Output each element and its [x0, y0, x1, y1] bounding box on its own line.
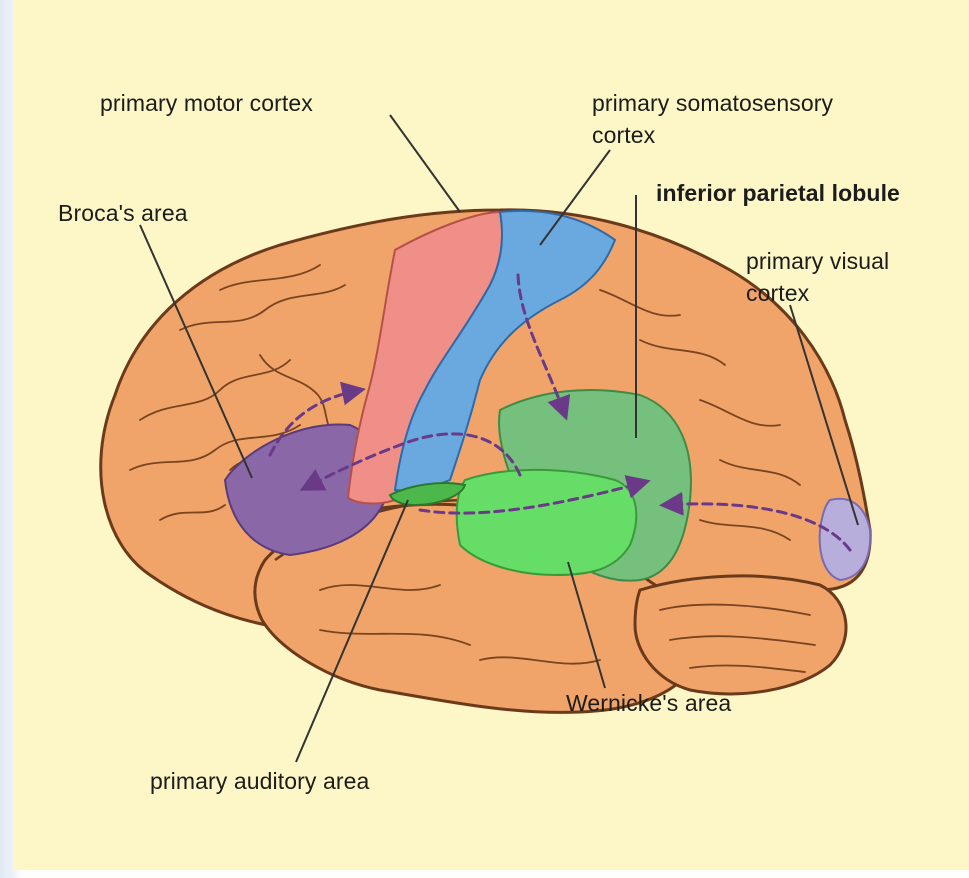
label-inferior-parietal-lobule: inferior parietal lobule [656, 178, 900, 208]
label-wernickes-area: Wernicke's area [566, 688, 731, 718]
label-primary-motor-cortex: primary motor cortex [100, 88, 313, 118]
leader-primary-motor-cortex [390, 115, 460, 212]
label-primary-auditory-area: primary auditory area [150, 766, 369, 796]
wernickes-area-region [457, 470, 637, 575]
label-brocas-area: Broca's area [58, 198, 188, 228]
label-primary-somatosensory-cortex-line1: primary somatosensory [592, 88, 833, 118]
visual-cortex-region [820, 499, 871, 580]
label-primary-visual-cortex-line1: primary visual [746, 246, 889, 276]
label-primary-visual-cortex-line2: cortex [746, 278, 809, 308]
cerebellum [635, 576, 846, 694]
label-primary-somatosensory-cortex-line2: cortex [592, 120, 655, 150]
